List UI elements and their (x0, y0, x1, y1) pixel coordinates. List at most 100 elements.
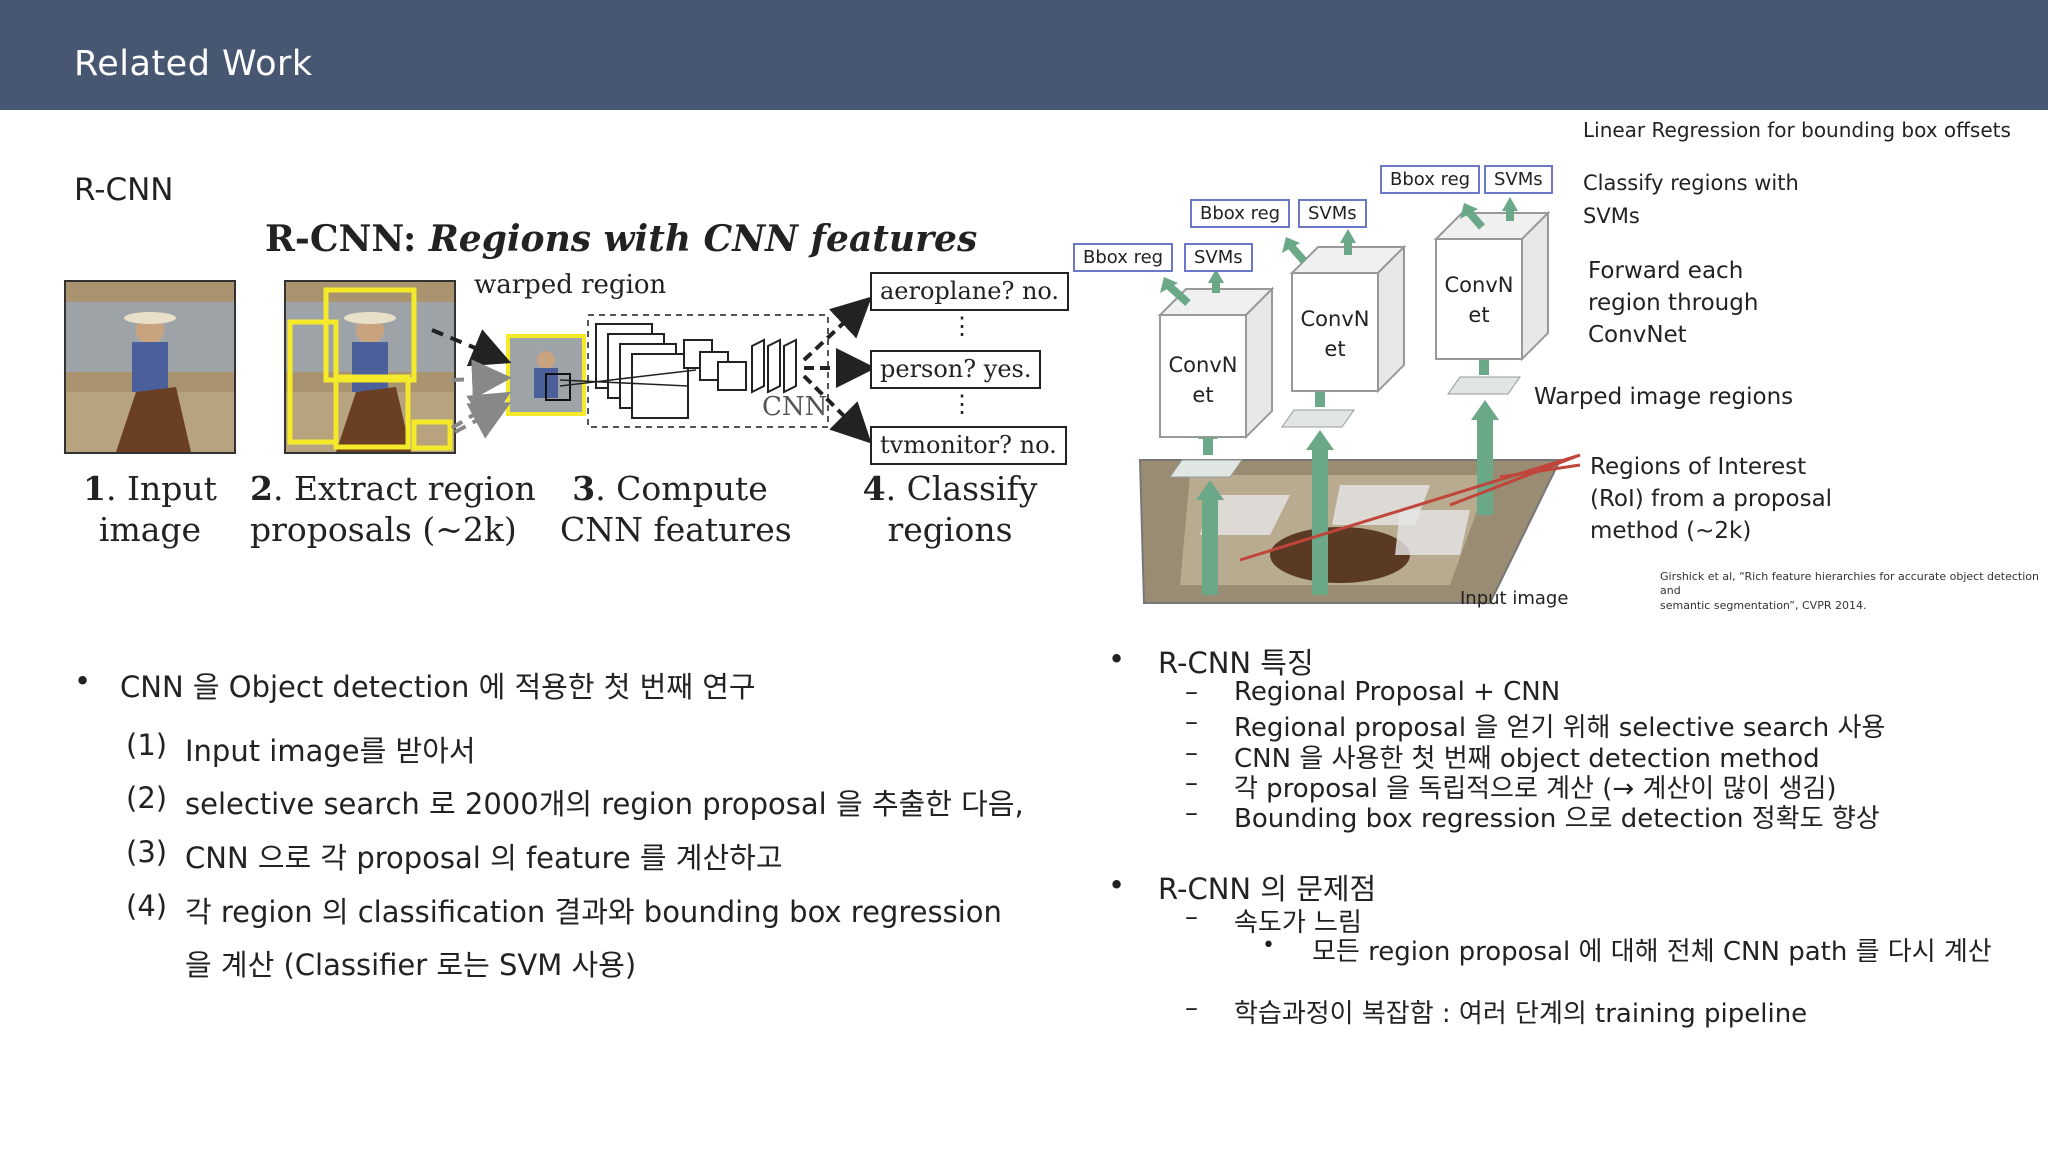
input-image-photo (64, 280, 236, 454)
bbox-reg-box-1: Bbox reg (1073, 243, 1174, 272)
warped-region-label: warped region (474, 270, 667, 300)
step-3-line2: CNN features (560, 510, 792, 550)
item-4-text: 각 region 의 classification 결과와 bounding b… (185, 895, 1002, 929)
step-2-num: 2 (250, 469, 273, 508)
bbox-reg-box-2: Bbox reg (1190, 199, 1291, 228)
forward-line3: ConvNet (1588, 322, 1687, 349)
roi-line2: (RoI) from a proposal (1590, 486, 1833, 513)
item-2-num: (2) (126, 781, 168, 815)
sec1-item-2: Regional proposal 을 얻기 위해 selective sear… (1234, 713, 1886, 743)
class-box-tvmonitor: tvmonitor? no. (870, 426, 1067, 466)
convnet-label-2: ConvN et (1300, 304, 1370, 365)
forward-line1: Forward each (1588, 258, 1744, 284)
sec1-dash-4: – (1185, 768, 1198, 798)
sec1-bullet: • (1108, 642, 1126, 676)
class-box-person: person? yes. (870, 350, 1042, 390)
sec2-title: R-CNN 의 문제점 (1158, 872, 1377, 906)
rcnn-title-bold: R-CNN: (265, 218, 417, 260)
sec1-dash-1: – (1185, 677, 1198, 707)
pipeline-arrows (431, 296, 876, 444)
rcnn-architecture-figure: ConvN et ConvN et ConvN et Bbox reg SVMs… (1070, 115, 2048, 615)
sec2-bullet: • (1108, 868, 1126, 902)
proposals-image-photo (284, 280, 456, 454)
item-4-continuation: 을 계산 (Classifier 로는 SVM 사용) (185, 948, 637, 982)
convnet-2-line1: ConvN (1300, 307, 1370, 331)
linear-regression-label: Linear Regression for bounding box offse… (1583, 118, 2011, 142)
sec2-sub-bullet: • (1262, 933, 1275, 958)
rcnn-pipeline-figure: R-CNN: Regions with CNN features (60, 210, 1070, 570)
step-1-line2: image (98, 510, 202, 550)
sec1-item-3: CNN 을 사용한 첫 번째 object detection method (1234, 744, 1820, 774)
sec2-sub-item: 모든 region proposal 에 대해 전체 CNN path 를 다시… (1312, 937, 1992, 967)
sec2-dash-1: – (1185, 902, 1198, 932)
svms-box-1: SVMs (1184, 243, 1253, 272)
convnet-box-3 (1433, 210, 1551, 362)
classify-line2: SVMs (1583, 203, 1640, 228)
rider-photo-illustration (66, 282, 234, 452)
step-4-line1: . Classify (885, 469, 1038, 508)
step-1-num: 1 (83, 469, 107, 508)
rider-proposals-illustration (286, 282, 454, 452)
step-3-label: 3. Compute CNN features (560, 468, 792, 551)
main-bullet-text: CNN 을 Object detection 에 적용한 첫 번째 연구 (120, 670, 756, 704)
class-box-aeroplane: aeroplane? no. (870, 272, 1070, 312)
convnet-3-line2: et (1468, 303, 1490, 328)
step-4-num: 4 (862, 469, 886, 508)
classify-regions-label: Classify regions with SVMs (1583, 167, 1799, 232)
ellipsis-2: ⋮ (950, 390, 974, 418)
convnet-3-line1: ConvN (1444, 273, 1514, 297)
step-2-line1: . Extract region (272, 469, 536, 508)
roi-label: Regions of Interest (RoI) from a proposa… (1590, 451, 1832, 548)
item-1-num: (1) (126, 728, 168, 762)
convnet-box-1 (1157, 286, 1275, 440)
item-1-text: Input image를 받아서 (185, 734, 476, 768)
slide-title: Related Work (74, 44, 313, 84)
svms-box-3: SVMs (1484, 165, 1553, 194)
rcnn-figure-title: R-CNN: Regions with CNN features (265, 218, 977, 260)
step-4-line2: regions (887, 510, 1013, 550)
ellipsis-1: ⋮ (950, 312, 974, 340)
architecture-diagram (1138, 197, 1581, 604)
sec2-item-1: 속도가 느림 (1234, 908, 1362, 938)
sec1-item-1: Regional Proposal + CNN (1234, 677, 1561, 707)
sec2-dash-2: – (1185, 993, 1198, 1023)
step-3-line1: . Compute (595, 469, 768, 508)
convnet-1-line1: ConvN (1168, 353, 1238, 377)
step-3-num: 3 (572, 469, 596, 508)
convnet-label-1: ConvN et (1168, 350, 1238, 411)
item-3-text: CNN 으로 각 proposal 의 feature 를 계산하고 (185, 841, 783, 875)
item-4-num: (4) (126, 889, 168, 923)
bbox-reg-box-3: Bbox reg (1380, 165, 1481, 194)
sec1-dash-3: – (1185, 738, 1198, 768)
item-2-text: selective search 로 2000개의 region proposa… (185, 787, 1024, 821)
input-image-label: Input image (1460, 588, 1569, 609)
convnet-2-line2: et (1324, 337, 1346, 362)
sec1-title: R-CNN 특징 (1158, 646, 1314, 680)
sec1-dash-2: – (1185, 707, 1198, 737)
citation-line1: Girshick et al, “Rich feature hierarchie… (1660, 570, 2039, 598)
roi-line1: Regions of Interest (1590, 454, 1807, 480)
sec1-item-5: Bounding box regression 으로 detection 정확도… (1234, 804, 1880, 834)
forward-each-label: Forward each region through ConvNet (1588, 255, 1758, 352)
step-2-label: 2. Extract region proposals (~2k) (250, 468, 536, 551)
section-label: R-CNN (74, 172, 174, 208)
item-3-num: (3) (126, 835, 168, 869)
step-1-line1: . Input (106, 469, 217, 508)
citation-line2: semantic segmentation”, CVPR 2014. (1660, 598, 1867, 612)
svms-box-2: SVMs (1298, 199, 1367, 228)
cnn-label: CNN (762, 392, 828, 422)
main-bullet-marker: • (74, 664, 92, 698)
warped-image-regions-label: Warped image regions (1534, 384, 1794, 410)
step-2-line2: proposals (~2k) (250, 510, 517, 550)
warped-crop-illustration (510, 338, 582, 412)
forward-line2: region through (1588, 290, 1759, 317)
slide-header: Related Work (0, 0, 2048, 110)
classify-line1: Classify regions with (1583, 171, 1799, 195)
sec1-dash-5: – (1185, 798, 1198, 828)
sec1-item-4: 각 proposal 을 독립적으로 계산 (→ 계산이 많이 생김) (1234, 774, 1837, 804)
step-1-label: 1. Input image (80, 468, 220, 551)
convnet-label-3: ConvN et (1444, 270, 1514, 331)
roi-line3: method (~2k) (1590, 518, 1752, 545)
citation: Girshick et al, “Rich feature hierarchie… (1660, 570, 2048, 613)
sec2-item-2: 학습과정이 복잡함 : 여러 단계의 training pipeline (1234, 999, 1808, 1029)
